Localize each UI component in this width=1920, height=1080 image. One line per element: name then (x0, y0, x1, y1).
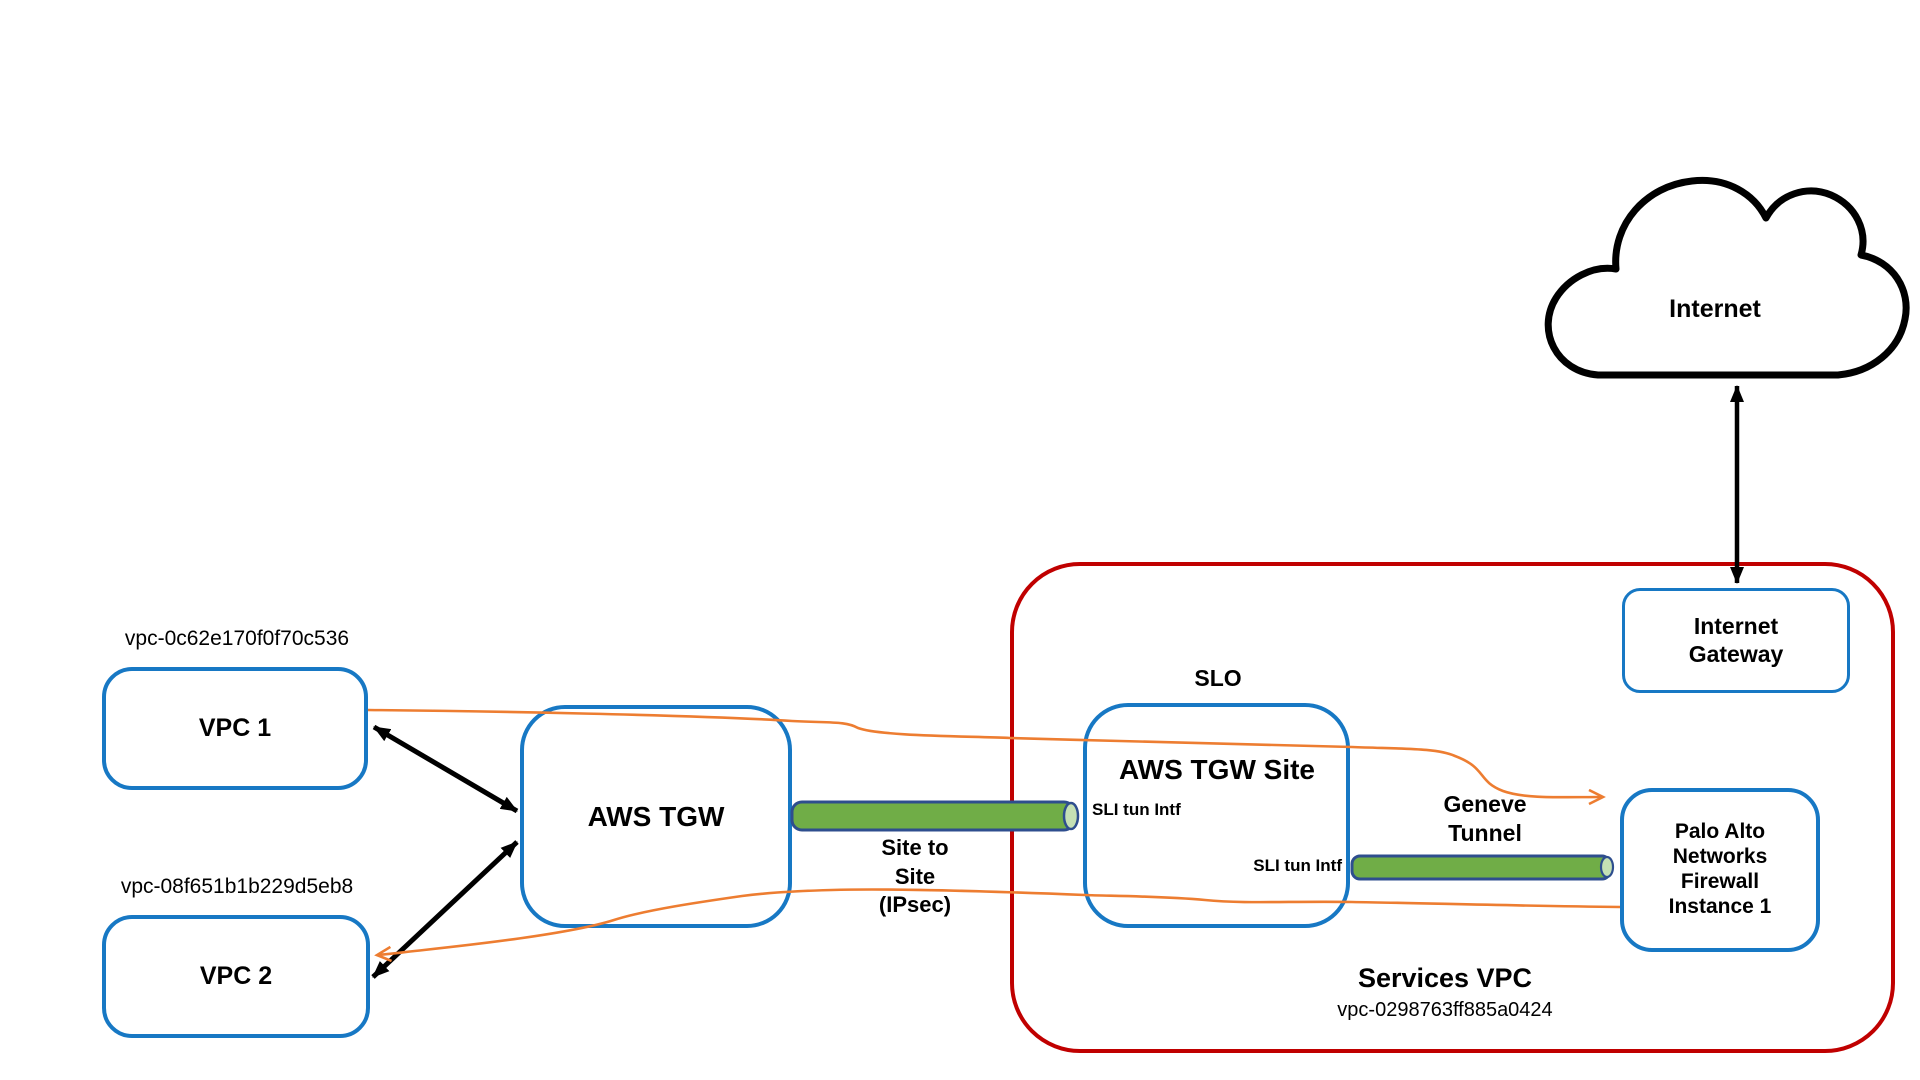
vpc2-title: VPC 2 (199, 962, 273, 990)
vpc1-title: VPC 1 (198, 714, 272, 742)
aws-tgw-box: AWS TGW (520, 705, 792, 928)
vpc1-box: VPC 1 (102, 667, 368, 790)
services-vpc-title: Services VPC (1357, 963, 1533, 993)
vpc2-id-label: vpc-08f651b1b229d5eb8 (120, 875, 354, 898)
sli-tun-intf-top-label: SLI tun Intf (1092, 800, 1181, 819)
palo-alto-firewall-title: Palo Alto Networks Firewall Instance 1 (1668, 820, 1772, 918)
internet-label: Internet (1669, 295, 1761, 323)
vpc1-id-label: vpc-0c62e170f0f70c536 (124, 627, 350, 650)
slo-label: SLO (1194, 665, 1242, 691)
vpc1-tgw-arrow (372, 724, 519, 814)
aws-tgw-title: AWS TGW (587, 800, 725, 832)
vpc2-tgw-arrow (371, 840, 519, 979)
internet-cloud-shape (1544, 176, 1910, 379)
palo-alto-firewall-box: Palo Alto Networks Firewall Instance 1 (1620, 788, 1820, 952)
internet-gateway-box: Internet Gateway (1622, 588, 1850, 693)
site-to-site-label: Site to Site (IPsec) (878, 835, 952, 918)
internet-gateway-title: Internet Gateway (1688, 612, 1784, 667)
services-vpc-id-label: vpc-0298763ff885a0424 (1337, 999, 1553, 1021)
sli-tun-intf-bottom-label: SLI tun Intf (1253, 856, 1342, 875)
aws-tgw-site-title: AWS TGW Site (1119, 754, 1315, 785)
geneve-tunnel-label: Geneve Tunnel (1443, 791, 1527, 846)
vpc2-box: VPC 2 (102, 915, 370, 1038)
